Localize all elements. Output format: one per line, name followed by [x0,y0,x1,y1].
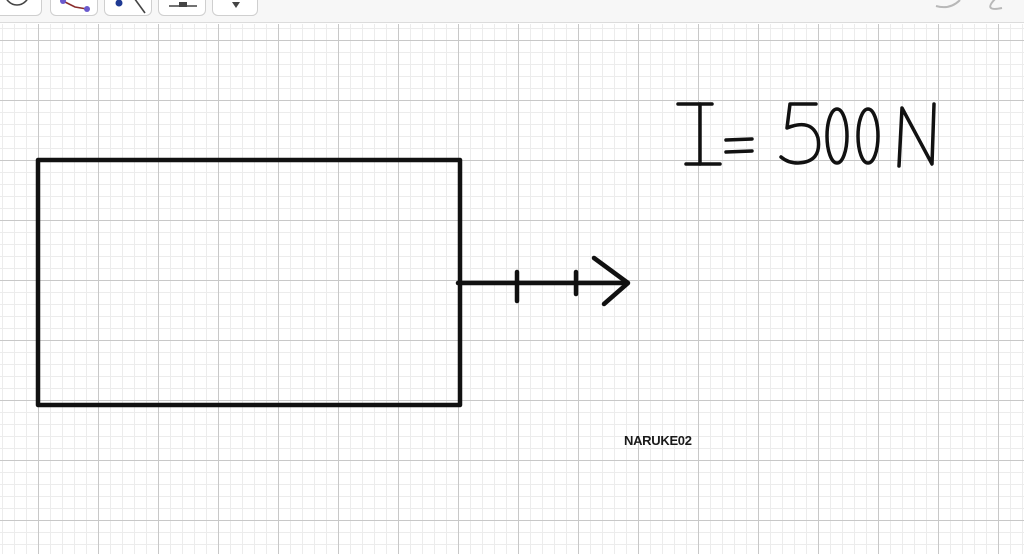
force-arrow [455,255,631,307]
toolbar [0,0,1024,23]
circle-tool-button[interactable] [0,0,42,16]
drawing-canvas[interactable] [0,24,1024,554]
block-rectangle [35,157,463,408]
polygon-tool-button[interactable] [50,0,98,16]
watermark-text: NARUKE02 [624,433,692,448]
move-tool-icon [232,2,240,8]
slider-tool-button[interactable] [158,0,206,16]
polygon-tool-icon [60,0,90,12]
move-tool-button[interactable] [212,0,258,16]
line-tool-icon [115,0,146,14]
line-tool-button[interactable] [104,0,152,16]
slider-tool-icon [169,2,197,7]
undo-redo-button[interactable] [930,0,1024,16]
undo-redo-icon [935,0,1003,10]
circle-tool-icon [6,0,28,6]
handwritten-force-label [676,102,936,168]
